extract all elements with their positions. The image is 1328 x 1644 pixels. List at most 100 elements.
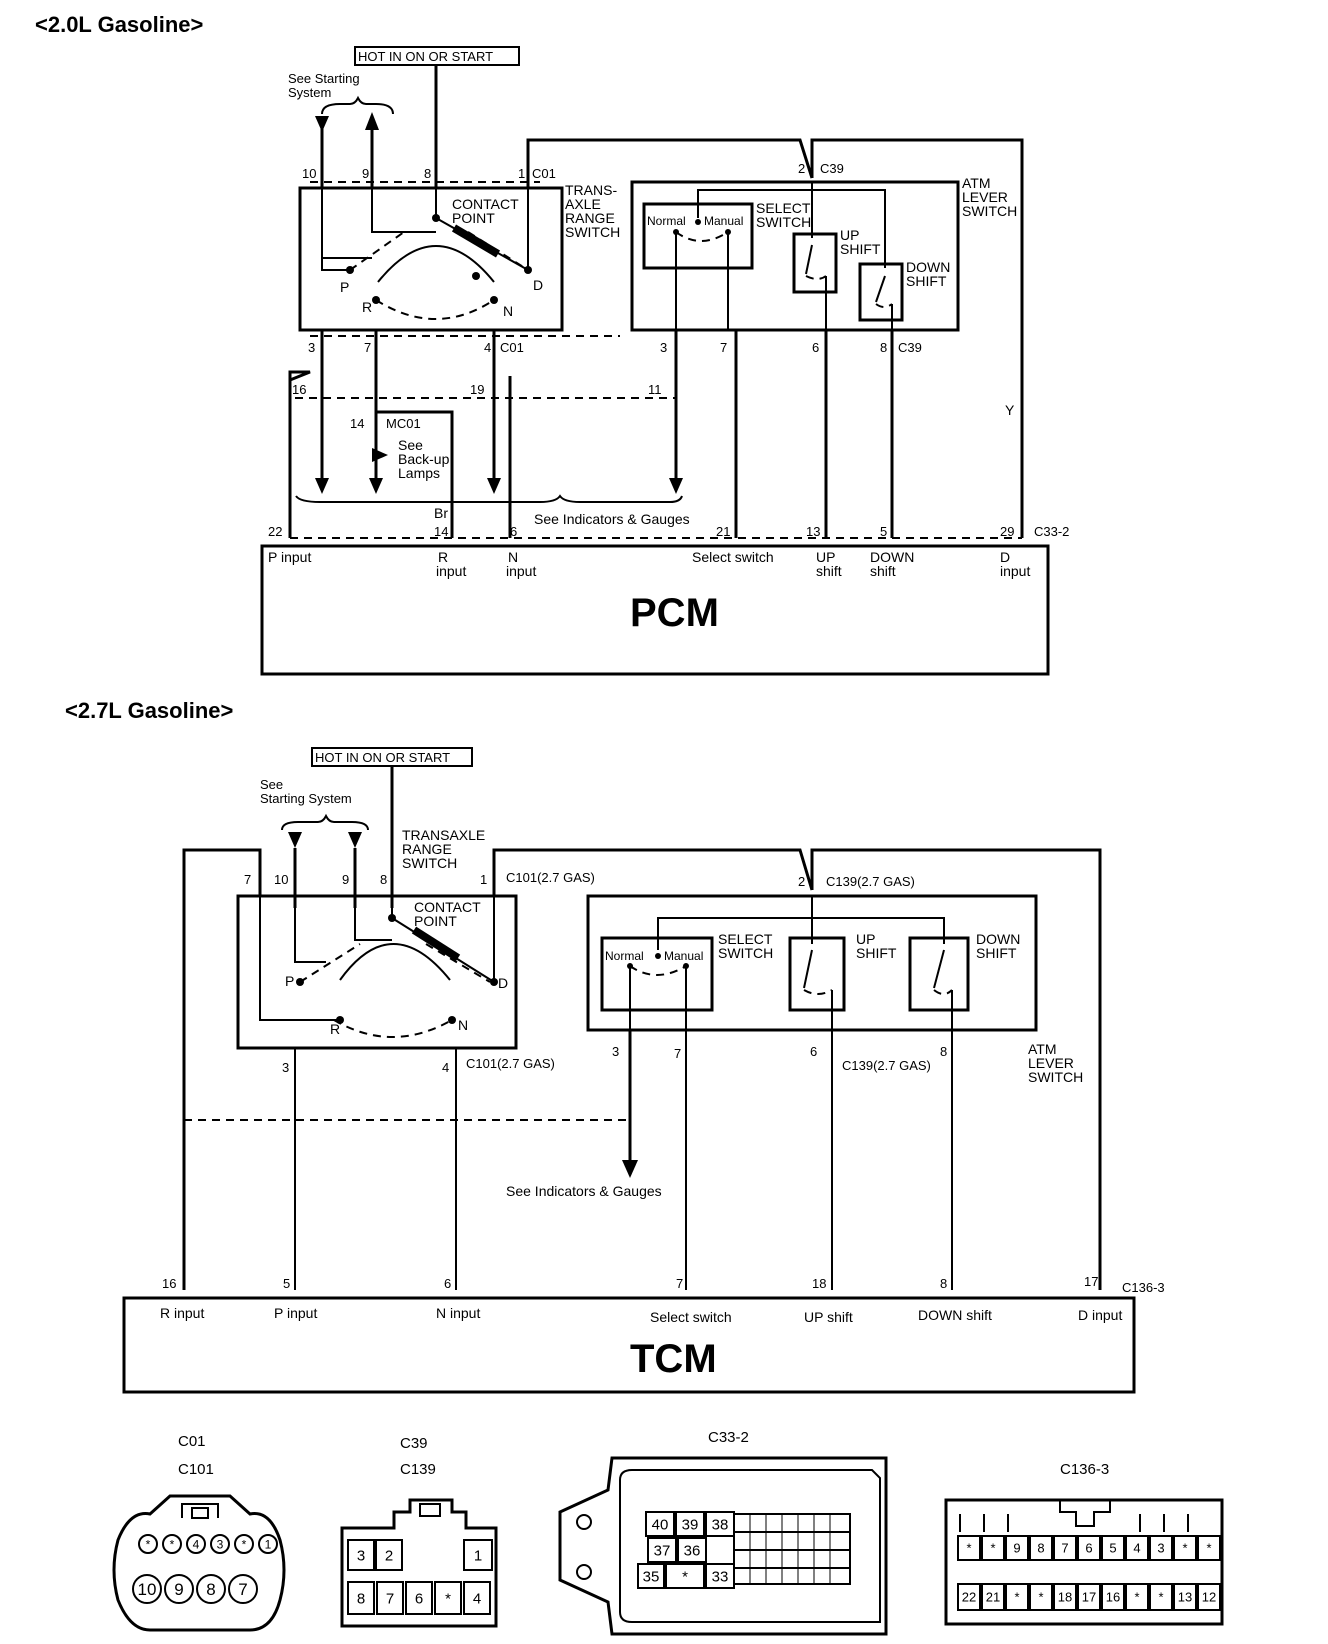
contact-point-label-bottom: CONTACT: [414, 899, 481, 915]
c136-pin-top-8-label: 3: [1157, 1541, 1164, 1556]
pin-8: 8: [424, 166, 431, 181]
b-select-switch-label: SELECT: [718, 931, 773, 947]
tcm-r-input: R input: [160, 1305, 204, 1321]
conn-c101-title: C101: [178, 1461, 214, 1478]
pcm-pin-29: 29: [1000, 524, 1014, 539]
c39-pin-bot-1-label: 7: [386, 1590, 394, 1607]
svg-text:SWITCH: SWITCH: [1028, 1069, 1083, 1085]
c01-pin-top-1: *: [162, 1534, 182, 1554]
c01-pin-bot-3: 7: [228, 1574, 258, 1604]
hot-in-on-or-start-label-top: HOT IN ON OR START: [354, 46, 520, 66]
c33-pin-3: 37: [647, 1537, 677, 1563]
c01-label-bottom: C01: [500, 340, 524, 355]
b-down-shift-label-2: SHIFT: [976, 945, 1017, 961]
pcm-pin-22: 22: [268, 524, 282, 539]
c01-pin-top-0-label: *: [146, 1537, 151, 1551]
tcm-pin-17: 17: [1084, 1274, 1098, 1289]
pcm-pin-21: 21: [716, 524, 730, 539]
wire-color-br: Br: [434, 505, 448, 521]
c33-pin-2: 38: [705, 1511, 735, 1537]
arrow-down-icon: [487, 478, 501, 494]
c136-pin-bot-4: 18: [1053, 1583, 1077, 1611]
contact-point-label-bottom-2: POINT: [414, 913, 457, 929]
conn-c33-2-title: C33-2: [708, 1429, 749, 1446]
pin-19: 19: [470, 382, 484, 397]
c01-pin-bot-1: 9: [164, 1574, 194, 1604]
down-shift-label-2: SHIFT: [906, 273, 947, 289]
see-starting-system-label-2: System: [288, 85, 331, 100]
pcm-r-input-2: input: [436, 563, 466, 579]
arrow-down-icon: [348, 832, 362, 848]
c136-pin-top-0: *: [957, 1535, 981, 1561]
pcm-module: [260, 544, 1050, 676]
c01-pin-top-5: 1: [258, 1534, 278, 1554]
b-pin-10: 10: [274, 872, 288, 887]
gear-n: N: [503, 303, 513, 319]
pin-3: 3: [308, 340, 315, 355]
c136-pin-top-1-label: *: [990, 1541, 995, 1556]
pcm-pin-5: 5: [880, 524, 887, 539]
b-pin-2: 2: [798, 874, 805, 889]
c39-pin-top-1: 2: [375, 1539, 403, 1571]
tcm-module: [122, 1296, 1136, 1394]
connector-c01-face: [112, 1494, 286, 1632]
c01-pin-top-2-label: 4: [193, 1537, 200, 1551]
pcm-up-shift-2: shift: [816, 563, 842, 579]
contact-point-label-2: POINT: [452, 210, 495, 226]
wire-color-y: Y: [1005, 402, 1015, 418]
arrow-down-icon: [315, 116, 329, 132]
c136-pin-top-0-label: *: [966, 1541, 971, 1556]
pin-9: 9: [362, 166, 369, 181]
c39-pin-bot-3: *: [434, 1581, 462, 1615]
c33-pin-3-label: 37: [654, 1542, 671, 1559]
arrow-up-icon: [365, 112, 379, 130]
tcm-pin-6: 6: [444, 1276, 451, 1291]
indicators-brace: [295, 494, 683, 503]
atm-lever-switch-label: ATM LEVER SWITCH: [962, 175, 1017, 219]
c136-pin-bot-2-label: *: [1014, 1590, 1019, 1605]
c136-pin-top-10: *: [1197, 1535, 1221, 1561]
pin-7b: 7: [720, 340, 727, 355]
pcm-down-shift-2: shift: [870, 563, 896, 579]
pin-14: 14: [350, 416, 364, 431]
c39-pin-top-2: 1: [463, 1539, 493, 1571]
select-switch: [642, 202, 754, 270]
c136-pin-top-1: *: [981, 1535, 1005, 1561]
down-shift-switch: [858, 262, 904, 322]
c136-pin-bot-9: 13: [1173, 1583, 1197, 1611]
c136-pin-bot-8-label: *: [1158, 1590, 1163, 1605]
tcm-n-input: N input: [436, 1305, 480, 1321]
c139-label: C139(2.7 GAS): [826, 874, 915, 889]
down-shift-switch-bottom: [908, 936, 970, 1012]
select-switch-label: SELECT: [756, 200, 811, 216]
c39-pin-top-0: 3: [347, 1539, 375, 1571]
pcm-r-input: R: [438, 549, 448, 565]
conn-c136-3-title: C136-3: [1060, 1461, 1109, 1478]
c01-pin-bot-2: 8: [196, 1574, 226, 1604]
b-gear-r: R: [330, 1021, 340, 1037]
see-starting-label-bottom: See: [260, 777, 283, 792]
arrow-right-icon: [372, 448, 388, 462]
svg-text:LEVER: LEVER: [962, 189, 1008, 205]
pcm-down-shift: DOWN: [870, 549, 914, 565]
c01-pin-top-3: 3: [210, 1534, 230, 1554]
c39-pin-top-1-label: 2: [385, 1547, 393, 1564]
c33-2-label: C33-2: [1034, 524, 1069, 539]
c136-pin-bot-5-label: 17: [1082, 1590, 1096, 1605]
pin-10: 10: [302, 166, 316, 181]
svg-text:SWITCH: SWITCH: [402, 855, 457, 871]
pcm-pin-6: 6: [510, 524, 517, 539]
connector-c39-face: [340, 1498, 498, 1628]
c136-pin-top-3-label: 8: [1037, 1541, 1044, 1556]
c01-pin-top-4: *: [234, 1534, 254, 1554]
c136-pin-top-5: 6: [1077, 1535, 1101, 1561]
tcm-pin-18: 18: [812, 1276, 826, 1291]
c136-pin-bot-10: 12: [1197, 1583, 1221, 1611]
c33-pin-5-label: 35: [643, 1568, 660, 1585]
c39-pin-bot-2: 6: [405, 1581, 433, 1615]
tcm-pin-7: 7: [676, 1276, 683, 1291]
c33-pin-7: 33: [705, 1563, 735, 1589]
pin-2: 2: [798, 161, 805, 176]
b-up-shift-label-2: SHIFT: [856, 945, 897, 961]
c39-pin-bot-1: 7: [376, 1581, 404, 1615]
